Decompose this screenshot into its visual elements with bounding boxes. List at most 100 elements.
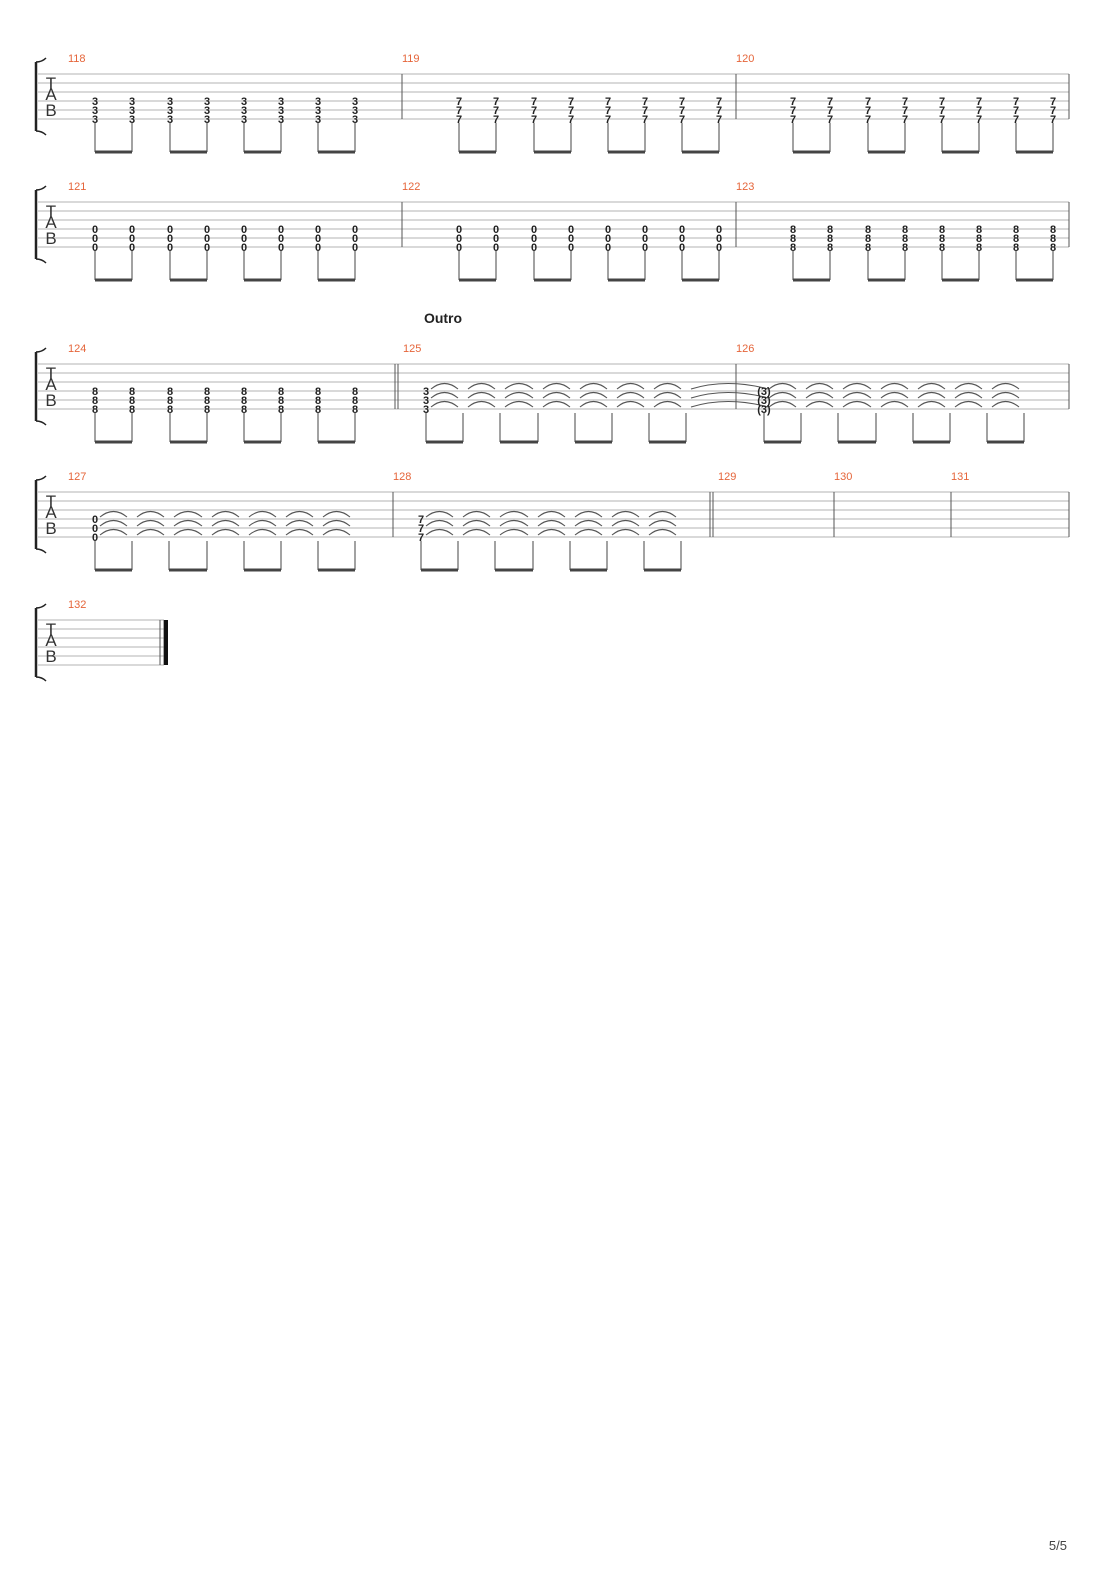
fret-number: 3: [129, 96, 135, 108]
fret-number: 7: [642, 105, 648, 117]
tie-arc: [648, 510, 677, 518]
fret-number: 3: [204, 105, 210, 117]
fret-number: 0: [204, 242, 210, 254]
tie-arc: [611, 528, 640, 536]
fret-number: 3: [167, 96, 173, 108]
fret-number: 7: [493, 105, 499, 117]
fret-number: 8: [241, 395, 247, 407]
page-number: 5/5: [1048, 1538, 1067, 1553]
fret-number: 7: [939, 96, 945, 108]
fret-number: 0: [531, 242, 537, 254]
fret-number: 8: [92, 386, 98, 398]
fret-number: 0: [493, 242, 499, 254]
measure-number: 130: [834, 471, 852, 483]
tie-arc: [504, 382, 534, 390]
tie-arc: [690, 392, 769, 399]
fret-number: 0: [278, 242, 284, 254]
tie-arc: [880, 400, 909, 408]
fret-number: 8: [827, 233, 833, 245]
tie-arc: [690, 383, 769, 390]
tie-arc: [285, 519, 314, 527]
fret-number: 8: [790, 233, 796, 245]
tab-clef-b: B: [45, 229, 56, 248]
fret-number: 0: [92, 233, 98, 245]
fret-number: 0: [278, 233, 284, 245]
fret-number: 0: [92, 523, 98, 535]
fret-number: 7: [716, 114, 722, 126]
tie-arc: [653, 391, 682, 399]
fret-number: 0: [129, 224, 135, 236]
fret-number: 3: [92, 105, 98, 117]
tab-clef-a: A: [45, 85, 57, 104]
tab-clef-t: T: [46, 620, 56, 639]
fret-number: 8: [1050, 233, 1056, 245]
tie-arc: [917, 391, 946, 399]
fret-number: 7: [790, 105, 796, 117]
fret-number: 3: [315, 114, 321, 126]
fret-number: 8: [939, 242, 945, 254]
fret-number: 0: [315, 233, 321, 245]
fret-number: 8: [939, 224, 945, 236]
tie-arc: [991, 400, 1020, 408]
tab-clef-t: T: [46, 202, 56, 221]
fret-number: 8: [167, 386, 173, 398]
fret-number: 3: [315, 96, 321, 108]
fret-number: 3: [92, 96, 98, 108]
tie-arc: [537, 510, 566, 518]
fret-number: 8: [92, 404, 98, 416]
fret-number: 3: [423, 395, 429, 407]
tie-arc: [616, 382, 645, 390]
fret-number: 0: [315, 242, 321, 254]
fret-number: 0: [92, 532, 98, 544]
tie-arc: [991, 382, 1020, 390]
tie-arc: [425, 528, 454, 536]
fret-number: 8: [1050, 242, 1056, 254]
fret-number: 0: [568, 233, 574, 245]
fret-number: 0: [605, 224, 611, 236]
tie-arc: [616, 400, 645, 408]
fret-number: 8: [1013, 224, 1019, 236]
fret-number: 0: [716, 242, 722, 254]
tie-arc: [499, 510, 529, 518]
tie-arc: [805, 391, 834, 399]
tie-arc: [842, 382, 872, 390]
tab-measure: 126(3)(3)(3): [736, 343, 1025, 444]
fret-number: 0: [92, 242, 98, 254]
tie-arc: [542, 382, 571, 390]
fret-number: 7: [1013, 114, 1019, 126]
tie-arc: [805, 382, 834, 390]
fret-number: 7: [605, 114, 611, 126]
fret-number: 0: [167, 242, 173, 254]
fret-number: 7: [418, 532, 424, 544]
tie-arc: [322, 519, 351, 527]
fret-number: 0: [167, 224, 173, 236]
tie-arc: [462, 528, 491, 536]
fret-number: 7: [1050, 114, 1056, 126]
fret-number: 8: [1050, 224, 1056, 236]
tie-arc: [211, 519, 240, 527]
tie-arc: [648, 519, 677, 527]
fret-number: 8: [1013, 242, 1019, 254]
fret-number: 3: [352, 105, 358, 117]
fret-number: 8: [976, 242, 982, 254]
tab-clef-a: A: [45, 503, 57, 522]
tie-arc: [99, 528, 128, 536]
fret-number: 7: [642, 96, 648, 108]
tie-arc: [322, 528, 351, 536]
fret-number: 8: [315, 386, 321, 398]
fret-number: 0: [568, 242, 574, 254]
bracket-bottom-hook: [35, 420, 47, 426]
measure-number: 118: [68, 53, 86, 65]
fret-number: 7: [976, 114, 982, 126]
bracket-top-hook: [35, 603, 47, 609]
fret-number: 8: [790, 242, 796, 254]
fret-number: 3: [241, 114, 247, 126]
tie-arc: [768, 382, 797, 390]
tie-arc: [285, 528, 314, 536]
fret-number: 8: [315, 395, 321, 407]
measure-number: 126: [736, 343, 754, 355]
